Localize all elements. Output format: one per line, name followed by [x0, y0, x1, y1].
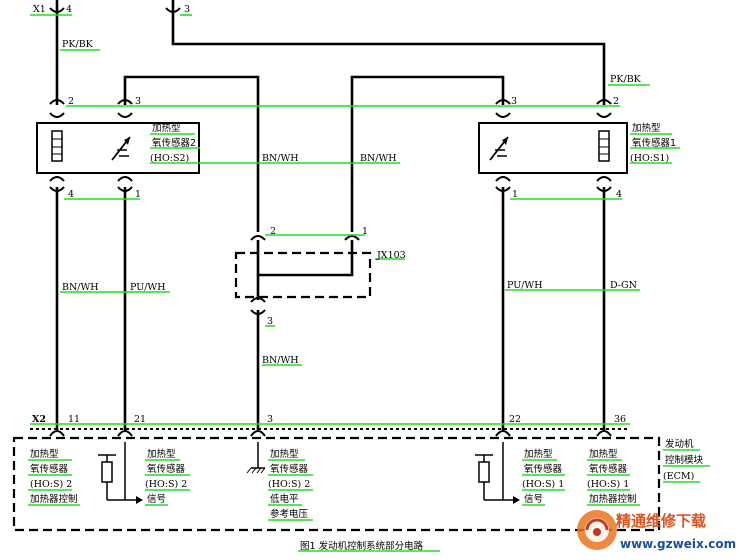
- sensor1-box: [478, 122, 628, 174]
- wire-pk-bk-right: [171, 0, 606, 105]
- ecm-text: 参考电压: [270, 508, 309, 520]
- wire-jx103-splice: [256, 240, 354, 277]
- ecm-text: 加热型: [30, 448, 59, 460]
- ecm-text: 氧传感器: [270, 463, 309, 475]
- ecm-text: (HO:S) 2: [268, 479, 310, 490]
- sensor2-label: 氧传感器2: [152, 137, 196, 149]
- top-pin-label: 3: [184, 4, 190, 15]
- pin-label: 4: [68, 189, 74, 200]
- pin-label: 3: [511, 96, 517, 107]
- wire-color-label: PK/BK: [610, 74, 642, 85]
- watermark-brand: 精通维修下载: [616, 512, 706, 530]
- connector-arcs: [49, 7, 612, 437]
- ecm-pin-label: 36: [614, 414, 626, 425]
- ground-icon: [246, 442, 266, 474]
- wire-color-label: PU/WH: [507, 280, 542, 291]
- pin-label: 4: [616, 189, 622, 200]
- label-underlines: [28, 14, 710, 552]
- heater-icon: [51, 130, 63, 162]
- jx103-box: [234, 251, 372, 299]
- ecm-text: 加热器控制: [30, 493, 78, 505]
- sensor1-label: (HO:S1): [630, 153, 669, 164]
- sensor2-label: 加热型: [152, 122, 181, 134]
- resistor-icon: [475, 442, 520, 504]
- ecm-title: 控制模块: [665, 454, 704, 466]
- wire-color-label: BN/WH: [62, 282, 99, 293]
- ecm-pin-label: 21: [134, 414, 146, 425]
- pin-label: 1: [135, 189, 141, 200]
- wire-bn-wh-loop-left: [123, 75, 260, 232]
- wire-color-label: D-GN: [610, 280, 637, 291]
- ecm-text: 信号: [147, 493, 166, 505]
- oxygen-sensor-icon: [111, 136, 131, 161]
- wire-color-label: PU/WH: [130, 282, 165, 293]
- x1-pin-label: 4: [66, 4, 72, 15]
- x2-label: X2: [32, 414, 46, 425]
- ecm-text: (HO:S) 2: [145, 479, 187, 490]
- ecm-text: 氧传感器: [147, 463, 186, 475]
- oxygen-sensor-icon: [489, 136, 509, 161]
- ecm-title: (ECM): [663, 471, 694, 482]
- ecm-text: 加热型: [270, 448, 299, 460]
- pin-label: 2: [613, 96, 619, 107]
- wire-color-label: BN/WH: [262, 153, 299, 164]
- resistor-icon: [98, 442, 143, 504]
- ecm-text: 低电平: [270, 493, 299, 505]
- jx103-label: JX103: [376, 250, 406, 261]
- ecm-text: (HO:S) 1: [522, 479, 564, 490]
- ecm-pin-label: 22: [509, 414, 521, 425]
- watermark: 精通维修下载 www.gzweix.com: [577, 510, 736, 551]
- pin-label: 1: [512, 189, 518, 200]
- heater-icon: [598, 130, 610, 162]
- ecm-text: 加热器控制: [589, 493, 637, 505]
- ecm-pin-label: 11: [68, 414, 80, 425]
- watermark-logo-icon: [577, 510, 617, 550]
- pin-label: 1: [362, 226, 368, 237]
- wire-color-label: BN/WH: [262, 355, 299, 366]
- ecm-text: 加热型: [524, 448, 553, 460]
- ecm-box: [12, 436, 661, 532]
- pin-label: 2: [270, 226, 276, 237]
- ecm-text: 加热型: [147, 448, 176, 460]
- wire-color-label: BN/WH: [360, 153, 397, 164]
- pin-label: 2: [68, 96, 74, 107]
- pin-label: 3: [135, 96, 141, 107]
- sensor2-label: (HO:S2): [150, 153, 189, 164]
- ecm-text: 信号: [524, 493, 543, 505]
- sensor1-label: 加热型: [632, 122, 661, 134]
- ecm-text: (HO:S) 1: [587, 479, 629, 490]
- ecm-pin-label: 3: [267, 414, 273, 425]
- figure-caption: 图1 发动机控制系统部分电路: [300, 540, 424, 552]
- ecm-text: 氧传感器: [30, 463, 69, 475]
- ecm-text: 氧传感器: [589, 463, 628, 475]
- ecm-text: 加热型: [589, 448, 618, 460]
- x1-label: X1: [33, 4, 46, 15]
- ecm-title: 发动机: [665, 438, 694, 450]
- ecm-text: (HO:S) 2: [30, 479, 72, 490]
- wire-color-label: PK/BK: [62, 39, 94, 50]
- watermark-url: www.gzweix.com: [620, 537, 736, 551]
- sensor1-label: 氧传感器1: [632, 137, 676, 149]
- pin-label: 3: [267, 316, 273, 327]
- wire-bn-wh-loop-right: [350, 75, 505, 232]
- ecm-text: 氧传感器: [524, 463, 563, 475]
